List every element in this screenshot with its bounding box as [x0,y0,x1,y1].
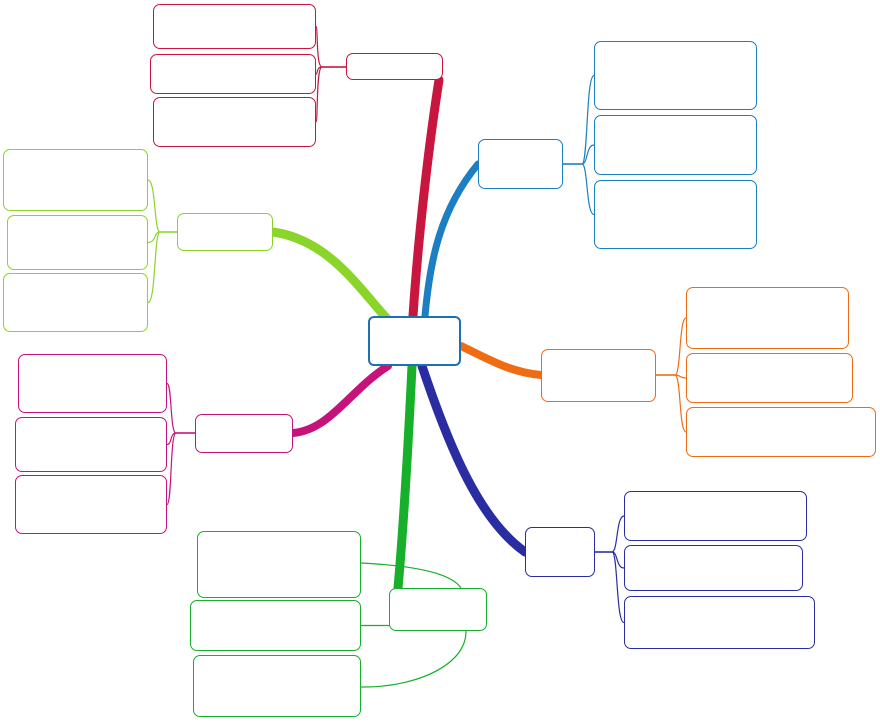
navy-trunk-connector [417,361,530,557]
magenta-subtopic-3[interactable] [15,475,167,534]
lime-subtopic-1[interactable] [3,149,148,211]
blue-subtopic-2[interactable] [594,115,757,175]
lime-topic[interactable] [177,213,273,251]
lime-subtopic-3[interactable] [3,273,148,332]
lime-subtopic-2[interactable] [7,215,148,270]
magenta-child-connector-3 [166,432,196,506]
crimson-subtopic-1[interactable] [153,4,316,49]
blue-trunk-connector [421,160,482,320]
connector-layer [147,25,687,688]
magenta-child-connector-2 [166,432,196,446]
navy-child-connector-2 [594,551,625,569]
orange-subtopic-1[interactable] [686,287,849,349]
central-topic[interactable] [368,316,461,366]
orange-child-connector-1 [655,317,687,376]
crimson-child-connector-3 [315,66,347,123]
lime-trunk-connector [268,227,395,327]
lime-child-connector-3 [147,231,178,304]
navy-subtopic-2[interactable] [624,545,803,591]
orange-trunk-connector [457,342,545,379]
magenta-trunk-connector [289,362,392,437]
crimson-topic[interactable] [346,53,443,80]
blue-topic[interactable] [478,139,563,189]
blue-child-connector-1 [562,74,595,165]
navy-topic[interactable] [525,527,595,577]
magenta-subtopic-1[interactable] [18,354,167,413]
magenta-child-connector-1 [166,382,196,434]
green-subtopic-2[interactable] [190,600,361,651]
orange-topic[interactable] [541,349,656,402]
green-topic[interactable] [389,588,487,631]
orange-child-connector-3 [655,374,687,433]
crimson-child-connector-1 [315,25,347,68]
magenta-subtopic-2[interactable] [15,417,167,472]
green-trunk-connector [393,361,417,593]
magenta-topic[interactable] [195,414,293,453]
green-subtopic-3[interactable] [193,655,361,717]
crimson-subtopic-2[interactable] [150,54,316,94]
crimson-trunk-connector [408,75,444,321]
lime-child-connector-1 [147,179,178,233]
crimson-subtopic-3[interactable] [153,97,316,147]
green-child-connector-3 [360,616,467,688]
navy-child-connector-3 [594,551,625,624]
lime-child-connector-2 [147,231,178,244]
orange-subtopic-3[interactable] [686,407,876,457]
blue-child-connector-3 [562,163,595,216]
blue-child-connector-2 [562,144,595,165]
navy-subtopic-1[interactable] [624,491,807,541]
green-subtopic-1[interactable] [197,531,361,598]
orange-subtopic-2[interactable] [686,353,853,403]
blue-subtopic-1[interactable] [594,41,757,110]
navy-child-connector-1 [594,515,625,553]
navy-subtopic-3[interactable] [624,596,815,649]
blue-subtopic-3[interactable] [594,180,757,249]
